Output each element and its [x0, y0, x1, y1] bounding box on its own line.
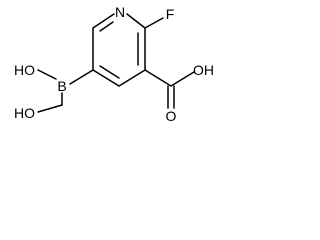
bond-n1-c2	[126, 13, 146, 29]
bond-b-oh-lower-angle	[37, 104, 63, 113]
bond-c4-c5-inner	[99, 65, 120, 79]
atom-label-oh-carboxyl: OH	[193, 62, 214, 78]
chemical-structure: N F B OH O HO HO	[14, 4, 214, 124]
atom-label-ho-upper: HO	[14, 62, 35, 78]
bond-c5-b	[69, 69, 94, 85]
bond-c3-c4	[118, 69, 146, 87]
atom-label-b: B	[57, 78, 66, 94]
atom-label-o-carbonyl: O	[166, 108, 177, 124]
atom-label-f: F	[166, 6, 175, 22]
boronic-acid-group	[37, 69, 94, 106]
bond-c6-n1	[92, 13, 115, 29]
atom-label-ho-lower: HO	[14, 105, 35, 121]
atom-label-n: N	[115, 4, 125, 20]
bond-c4-c5	[92, 69, 120, 87]
bond-carboxyl-oh	[170, 71, 195, 87]
bond-b-oh-upper	[37, 69, 57, 80]
bond-c3-carboxyl	[144, 69, 172, 87]
bond-c2-f	[144, 17, 164, 29]
carboxylic-acid-group	[144, 69, 195, 109]
pyridine-ring	[92, 13, 146, 87]
bond-c6-n1-inner	[99, 21, 114, 32]
